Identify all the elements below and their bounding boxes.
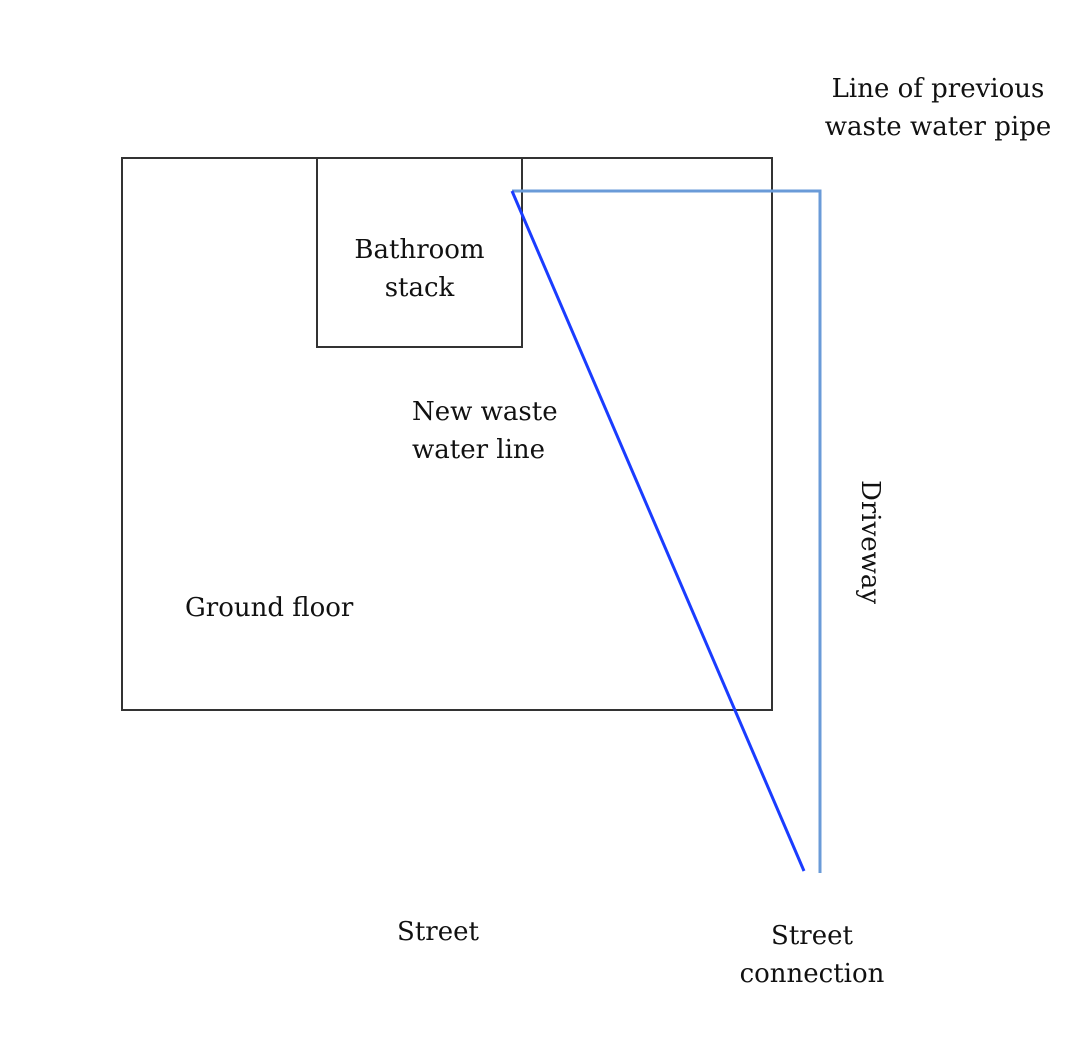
bathroom-stack-label-line2: stack [384,273,455,303]
ground-floor-label: Ground floor [185,593,354,623]
street-connection-label: Street connection [712,917,912,993]
street-connection-label-line2: connection [739,959,885,989]
new-waste-water-line-label: New waste water line [412,393,558,469]
bathroom-stack-label-line1: Bathroom [354,235,485,265]
previous-pipe-label: Line of previous waste water pipe [808,70,1068,146]
driveway-label: Driveway [855,480,885,605]
bathroom-stack-label: Bathroom stack [317,231,522,307]
street-label: Street [397,917,479,947]
new-line-label-line2: water line [412,435,546,465]
street-connection-label-line1: Street [771,921,853,951]
previous-pipe-label-line2: waste water pipe [824,112,1052,142]
bathroom-stack-outline [316,157,523,348]
new-line-label-line1: New waste [412,397,558,427]
new-waste-water-line [510,190,806,872]
previous-pipe-line [512,189,822,873]
previous-pipe-label-line1: Line of previous [831,74,1045,104]
